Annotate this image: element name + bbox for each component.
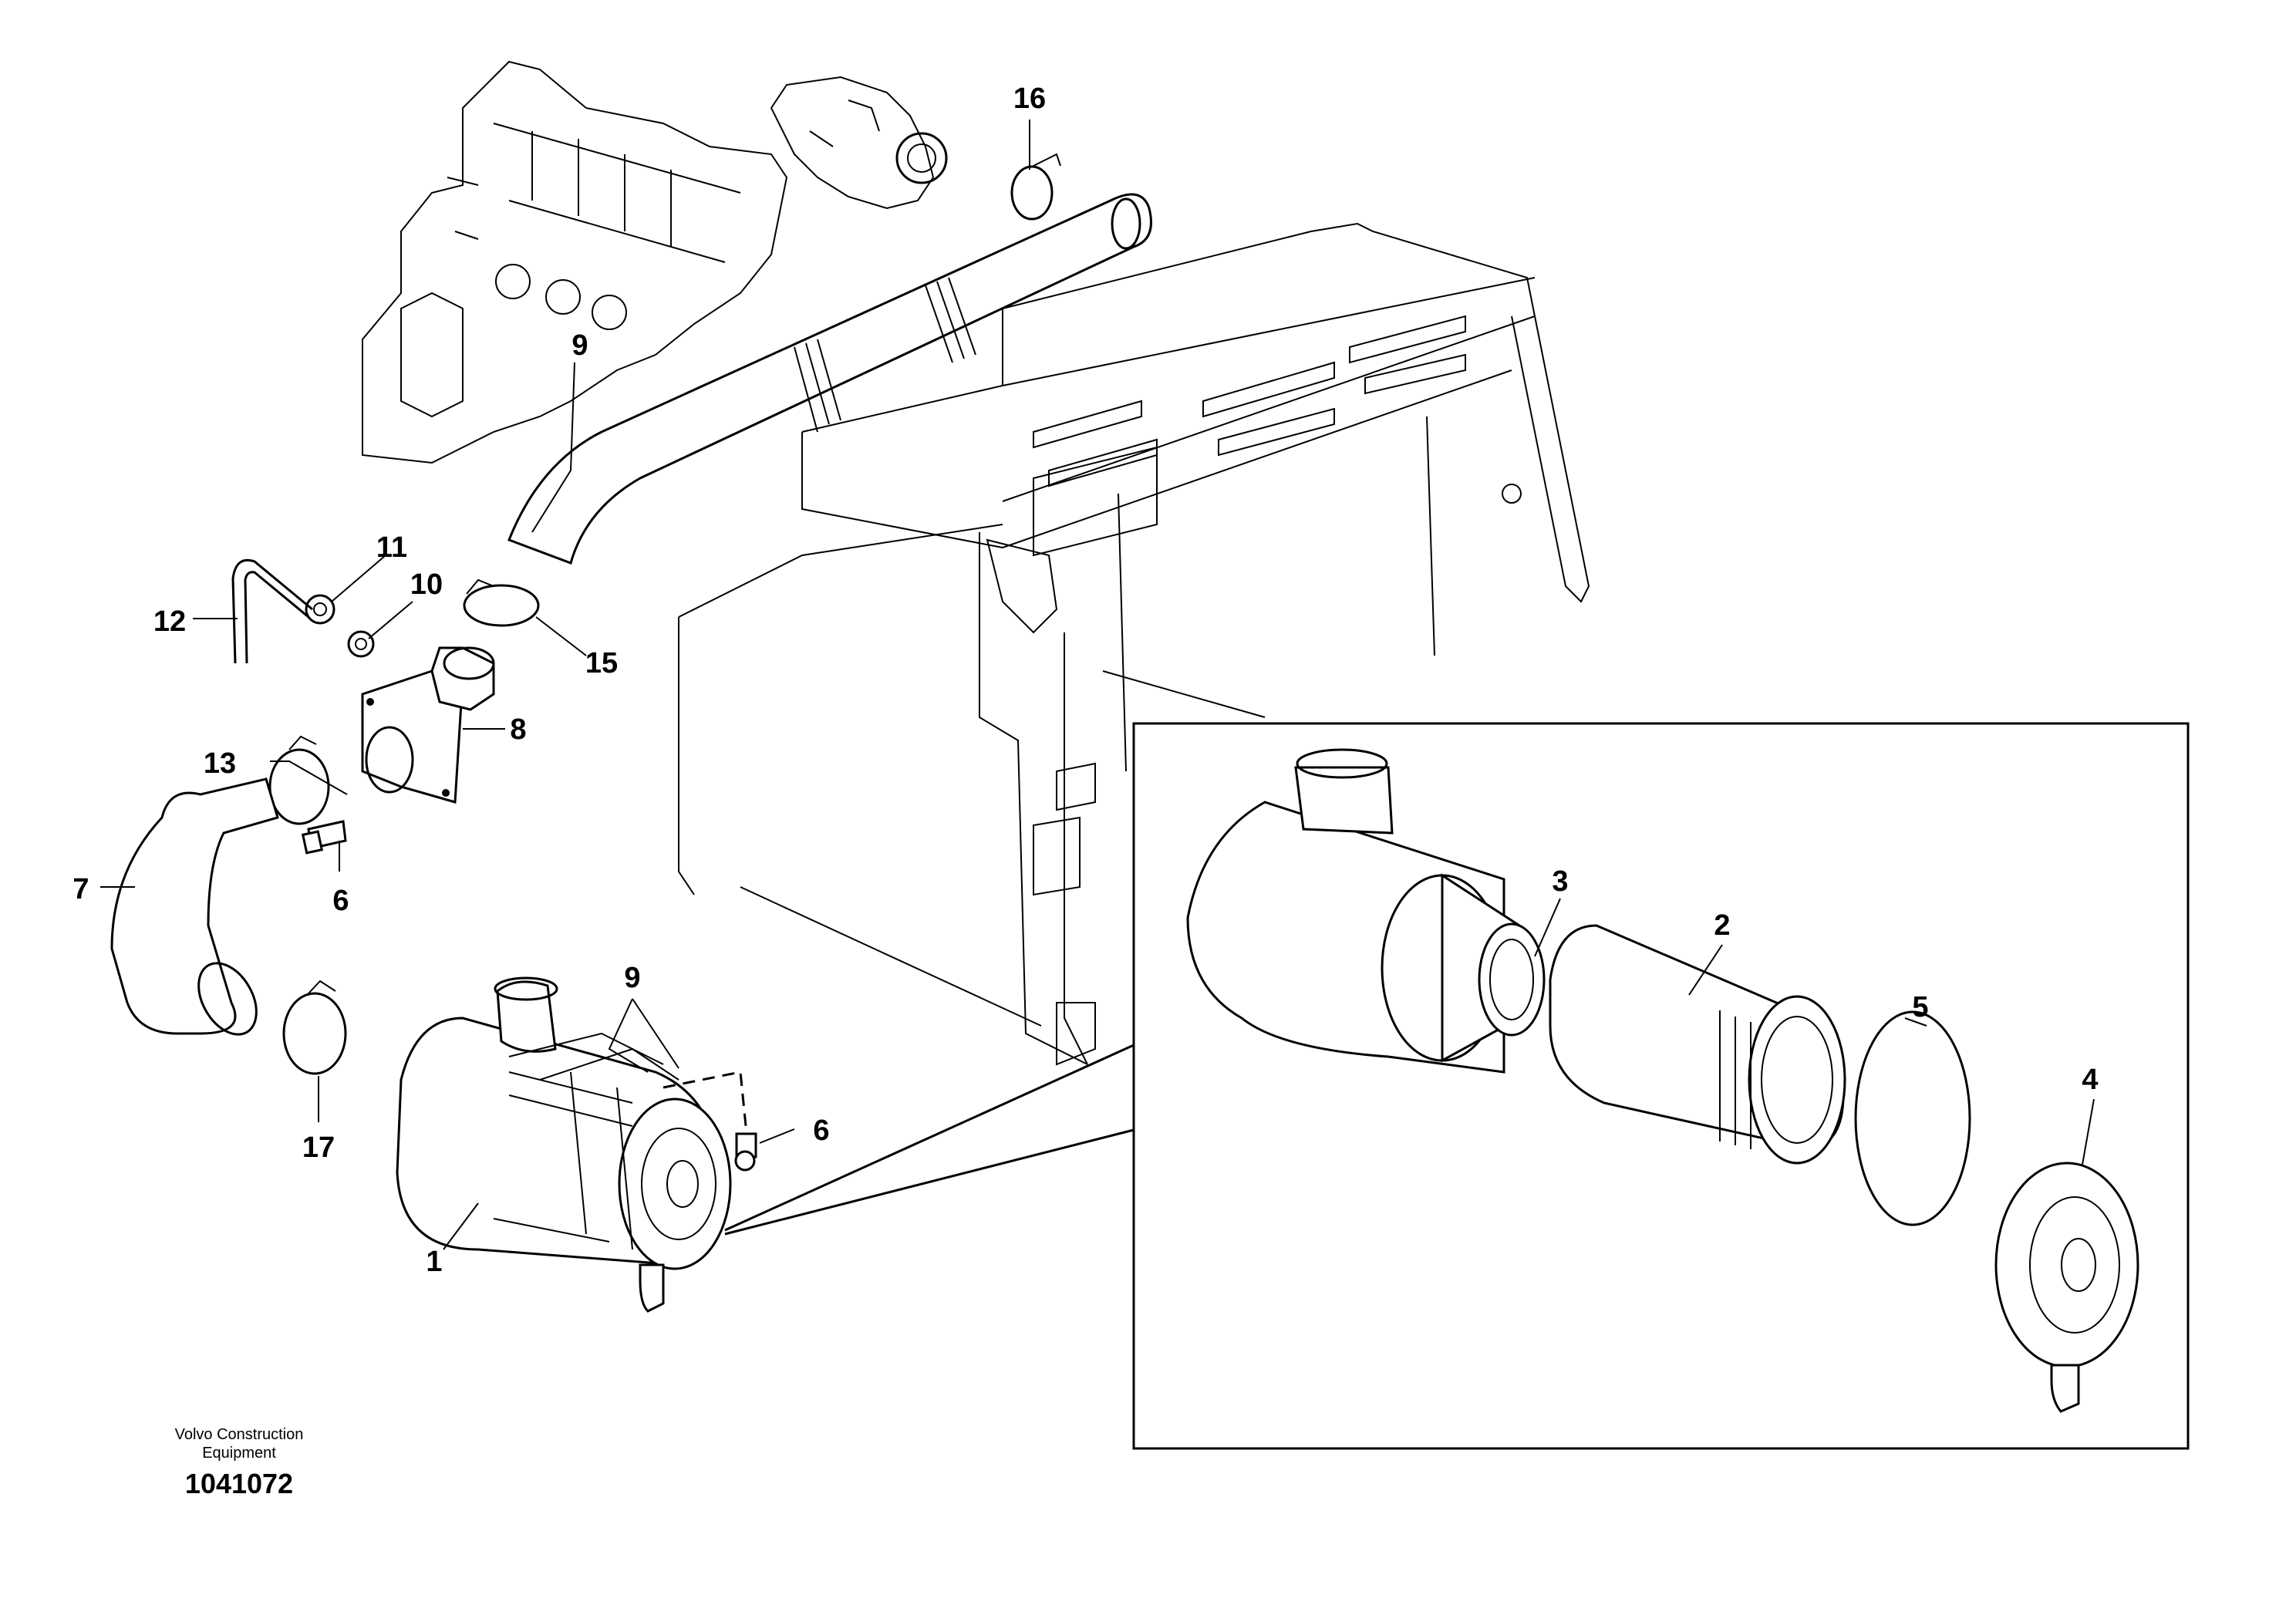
- callout-labels: 16 9 11 10 12 15 8 13 6 7 9 6 17 1 3 2 5…: [72, 83, 2098, 1278]
- callout-7: 7: [72, 873, 89, 905]
- part-8-elbow: [361, 646, 495, 804]
- callout-6-lower: 6: [813, 1114, 829, 1147]
- part-7-hose: [110, 777, 279, 1036]
- part-9-intake-tube: [507, 193, 1152, 565]
- callout-5: 5: [1912, 991, 1928, 1023]
- part-15-clamp: [463, 578, 540, 627]
- detail-housing: [1186, 748, 1505, 1074]
- leader-lines: [100, 120, 2095, 1250]
- part-3-inner-element: [1441, 873, 1546, 1063]
- callout-11: 10: [410, 568, 443, 601]
- callout-2: 2: [1714, 909, 1730, 942]
- part-13-hose: [231, 558, 313, 664]
- callout-14: 13: [204, 747, 236, 780]
- callout-8: 8: [510, 713, 526, 746]
- part-5-o-ring: [1854, 1010, 1971, 1226]
- callout-10: 9: [624, 962, 640, 994]
- part-1-air-cleaner: [396, 976, 732, 1313]
- engine-block: [362, 60, 948, 464]
- callout-6-upper: 6: [332, 885, 349, 917]
- part-16-clamp: [1010, 153, 1061, 221]
- detail-view: [724, 722, 2190, 1450]
- part-10-straps: [508, 1032, 679, 1081]
- part-4-cover: [1994, 1162, 2139, 1413]
- part-14-clamp: [268, 735, 330, 825]
- part-17-clamp: [282, 980, 347, 1075]
- callout-15: 15: [585, 647, 618, 679]
- part-2-filter-element: [1549, 924, 1846, 1165]
- callout-13: 12: [153, 605, 186, 638]
- machine-frame: [678, 222, 1590, 1066]
- callout-16: 16: [1013, 83, 1046, 115]
- manufacturer-caption: Volvo Construction Equipment: [174, 1426, 304, 1462]
- part-6-bolt-lower: [663, 1071, 757, 1172]
- document-number: 1041072: [184, 1468, 294, 1499]
- callout-4: 4: [2082, 1064, 2098, 1096]
- callout-1: 1: [426, 1246, 442, 1278]
- callout-3: 3: [1552, 865, 1568, 898]
- part-11-fitting: [347, 630, 375, 658]
- callout-12: 11: [376, 531, 407, 564]
- part-6-bolt-upper: [301, 820, 347, 855]
- callout-9: 9: [571, 329, 588, 362]
- callout-17: 17: [302, 1131, 335, 1164]
- part-12-fitting: [305, 594, 335, 625]
